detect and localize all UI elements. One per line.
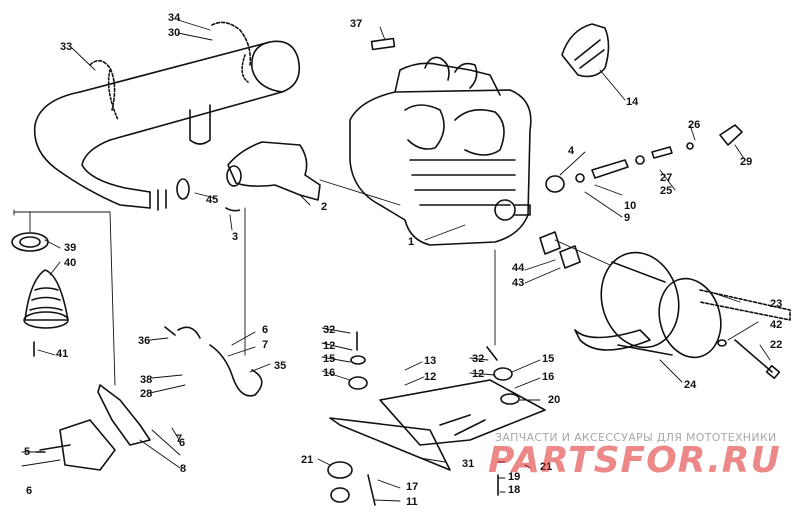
callout-12: 12 (323, 340, 335, 352)
callout-33: 33 (60, 41, 72, 53)
callout-42: 42 (770, 319, 782, 331)
clutch-bolt (717, 339, 781, 380)
muffler-bracket (39, 384, 151, 471)
watermark-tagline: ЗАПЧАСТИ И АКСЕССУАРЫ ДЛЯ МОТОТЕХНИКИ (495, 431, 777, 444)
callout-5: 5 (24, 446, 30, 458)
mount-isolators (327, 355, 520, 503)
callout-17: 17 (406, 481, 418, 493)
callout-40: 40 (64, 257, 76, 269)
decal-37 (370, 37, 396, 51)
callout-39: 39 (64, 242, 76, 254)
callout-37: 37 (350, 18, 362, 30)
callout-32: 32 (323, 324, 335, 336)
callout-15: 15 (323, 353, 335, 365)
callout-7: 7 (262, 339, 268, 351)
callout-25: 25 (660, 185, 672, 197)
callout-6: 6 (262, 324, 268, 336)
callout-12-2: 12 (424, 371, 436, 383)
callout-27: 27 (660, 172, 672, 184)
callout-9: 9 (624, 212, 630, 224)
callout-16: 16 (323, 367, 335, 379)
callout-19: 19 (508, 471, 520, 483)
callout-26: 26 (688, 119, 700, 131)
callout-10: 10 (624, 200, 636, 212)
callout-6-2: 6 (179, 437, 185, 449)
callout-11: 11 (406, 496, 418, 508)
mount-bolts (35, 326, 499, 506)
callout-38: 38 (140, 374, 152, 386)
cable-loop (177, 326, 263, 397)
drive-clutch (574, 251, 791, 359)
callout-31: 31 (462, 458, 474, 470)
callout-7-2: 7 (176, 433, 182, 445)
callout-41: 41 (56, 348, 68, 360)
callout-14: 14 (626, 96, 639, 108)
callout-30: 30 (168, 27, 180, 39)
watermark-logo: PARTSFOR.RU (488, 440, 781, 481)
muffler-assembly (33, 40, 301, 211)
callout-43: 43 (512, 277, 524, 289)
callout-6-3: 6 (26, 485, 32, 497)
callout-21-2: 21 (540, 461, 552, 473)
spacers (539, 231, 581, 269)
callout-22: 22 (770, 339, 782, 351)
callout-3: 3 (232, 231, 238, 243)
callout-29: 29 (740, 156, 752, 168)
callout-4: 4 (568, 145, 575, 157)
throttle-linkage-parts (545, 124, 743, 193)
callout-36: 36 (138, 335, 150, 347)
callout-24: 24 (684, 379, 697, 391)
callout-44: 44 (512, 262, 525, 274)
callout-1: 1 (408, 236, 414, 248)
callout-32-2: 32 (472, 353, 484, 365)
leader-lines (13, 19, 771, 502)
callout-16-2: 16 (542, 371, 554, 383)
exhaust-springs (89, 21, 252, 212)
callout-34: 34 (168, 12, 181, 24)
intake-boot (11, 232, 69, 357)
callout-12-3: 12 (472, 368, 484, 380)
callout-18: 18 (508, 484, 520, 496)
callout-45: 45 (206, 194, 218, 206)
callout-20: 20 (548, 394, 560, 406)
callout-28: 28 (140, 388, 152, 400)
engine-assembly (349, 56, 532, 246)
callout-2: 2 (321, 201, 327, 213)
callout-13: 13 (424, 355, 436, 367)
callout-21: 21 (301, 454, 313, 466)
callout-23: 23 (770, 298, 782, 310)
callout-8: 8 (180, 463, 186, 475)
exhaust-manifold (226, 141, 321, 201)
recoil-starter (561, 23, 610, 78)
callout-35: 35 (274, 360, 286, 372)
callout-15-2: 15 (542, 353, 554, 365)
engine-mount-plate (329, 379, 546, 471)
